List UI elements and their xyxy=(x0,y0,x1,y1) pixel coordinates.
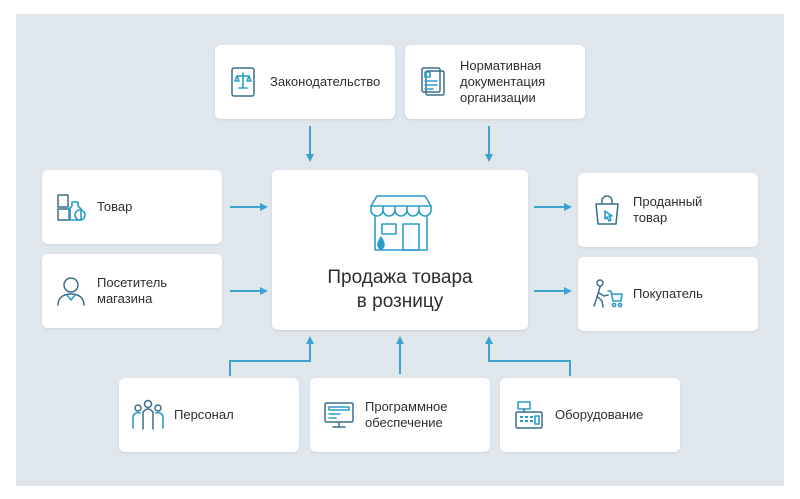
retail-sale-label: Продажа товара в розницу xyxy=(327,267,473,312)
law-book-icon xyxy=(227,65,261,99)
staff-label: Персонал xyxy=(174,407,234,422)
buyer-cart-icon xyxy=(590,277,624,311)
visitor-icon xyxy=(54,274,88,308)
goods-box: Товар xyxy=(42,170,222,244)
visitor-box: Посетитель магазина xyxy=(42,254,222,328)
law-label: Законодательство xyxy=(270,74,381,89)
visitor-label: Посетитель магазина xyxy=(97,275,168,306)
retail-sale-box: Продажа товара в розницу xyxy=(272,170,528,330)
goods-label: Товар xyxy=(97,199,133,214)
documents-icon xyxy=(417,65,451,99)
buyer-label: Покупатель xyxy=(633,286,703,301)
arrow-staff xyxy=(229,336,314,376)
law-box: Законодательство xyxy=(215,45,395,119)
shopping-bag-icon xyxy=(590,193,624,227)
equipment-label: Оборудование xyxy=(555,407,644,422)
staff-box: Персонал xyxy=(119,378,299,452)
sold-goods-label: Проданный товар xyxy=(633,194,703,225)
docs-box: Нормативная документация организации xyxy=(405,45,585,119)
store-icon xyxy=(367,192,435,254)
equipment-box: Оборудование xyxy=(500,378,680,452)
docs-label: Нормативная документация организации xyxy=(460,58,546,105)
arrow-equipment xyxy=(485,336,571,376)
software-label: Программное обеспечение xyxy=(365,399,448,430)
software-icon xyxy=(322,398,356,432)
software-box: Программное обеспечение xyxy=(310,378,490,452)
sold-goods-box: Проданный товар xyxy=(578,173,758,247)
staff-icon xyxy=(131,398,165,432)
goods-icon xyxy=(54,190,88,224)
buyer-box: Покупатель xyxy=(578,257,758,331)
cash-register-icon xyxy=(512,398,546,432)
